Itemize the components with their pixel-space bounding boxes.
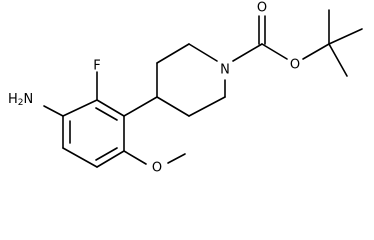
atom-labels: F H2N O N O O	[8, 1, 300, 176]
amine-n-symbol: N	[24, 92, 34, 107]
bond-carbonyl-c-ester-o	[261, 43, 288, 60]
bond-methoxy-o-methyl	[167, 153, 186, 164]
amine-h-symbol: H	[8, 92, 18, 107]
bond-pip-n1-carbonyl-c	[232, 43, 263, 62]
bond-c3-methoxy-o	[123, 150, 147, 165]
carbonyl-oxygen-label: O	[257, 1, 267, 16]
methoxy-oxygen-label: O	[152, 161, 162, 176]
bond-ring-c3-c4-inner	[95, 147, 118, 161]
bond-pip-c3-c2	[156, 43, 190, 64]
bond-ester-o-tert-c	[302, 43, 330, 60]
ester-oxygen-label: O	[290, 58, 300, 73]
bond-pip-c6-c5	[188, 96, 226, 117]
fluorine-label: F	[93, 59, 100, 74]
bond-pip-c5-c4	[156, 96, 190, 117]
piperidine-nitrogen-label: N	[220, 63, 230, 78]
bond-tert-c-methyl-right	[328, 28, 363, 45]
amine-h-count: 2	[18, 98, 24, 108]
bond-ring-c1-c2	[96, 99, 125, 117]
bond-c6-amine	[43, 105, 64, 117]
bonds	[43, 9, 363, 168]
amine-label: H2N	[8, 92, 33, 108]
chemical-structure-diagram: F H2N O N O O	[8, 1, 363, 176]
bond-ring-c6-c1	[62, 99, 98, 117]
bond-ring-c3-c4	[96, 150, 125, 168]
bond-ring-c4-c5	[62, 147, 98, 168]
bond-pip-c2-n1	[188, 43, 218, 62]
bond-tert-c-methyl-bottom	[328, 43, 348, 77]
bond-c2-piperidine-c4	[123, 96, 158, 117]
bond-ring-c1-c2-inner	[95, 107, 118, 121]
